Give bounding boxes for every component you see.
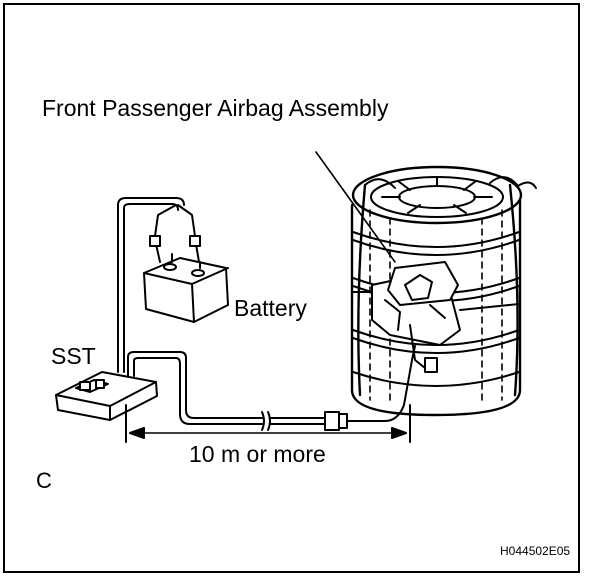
test-wiring <box>117 197 416 431</box>
figure-code: H044502E05 <box>500 544 571 558</box>
sst-label: SST <box>51 343 96 369</box>
airbag-assembly-icon <box>351 261 520 373</box>
corner-label: C <box>36 468 52 493</box>
sst-tester-icon <box>55 371 158 421</box>
leader-line <box>315 151 396 263</box>
battery-icon <box>143 253 229 323</box>
connector-icon <box>324 411 348 431</box>
distance-label: 10 m or more <box>189 441 326 467</box>
airbag-assembly-label: Front Passenger Airbag Assembly <box>42 95 389 121</box>
battery-clips <box>149 204 201 263</box>
battery-label: Battery <box>234 295 307 321</box>
dimension-arrow-icon <box>125 404 411 443</box>
figure-frame <box>3 3 580 573</box>
